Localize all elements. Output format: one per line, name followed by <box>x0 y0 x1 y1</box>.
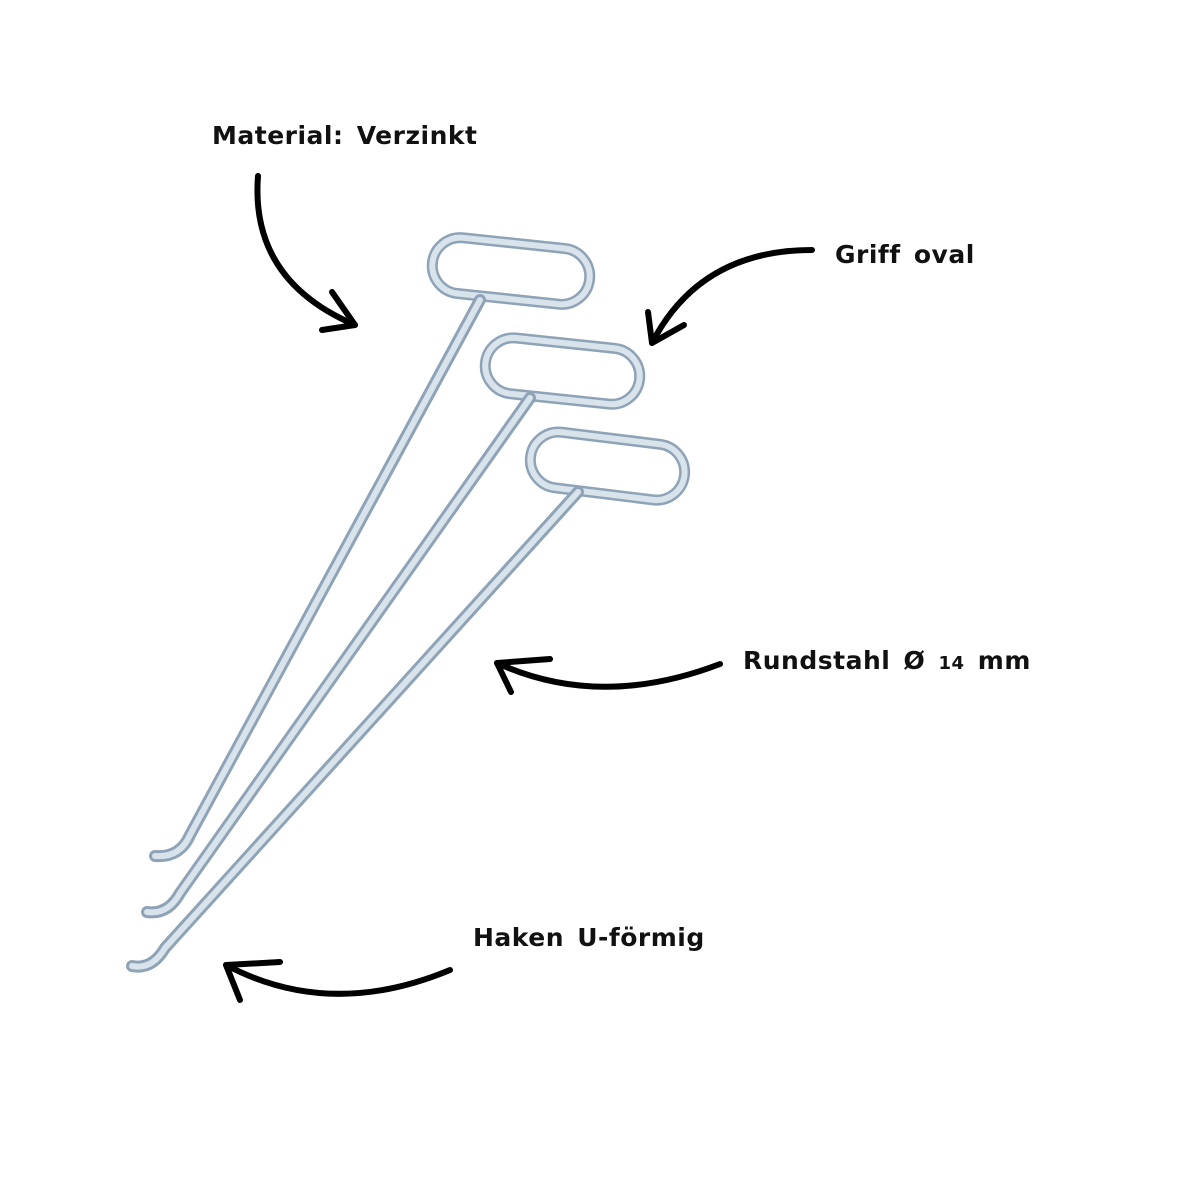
arrow-handle <box>645 247 815 346</box>
arrow-hook <box>223 959 453 1003</box>
arrow-rod <box>494 656 723 695</box>
hook-tool-1 <box>149 232 596 863</box>
hook-tool-2 <box>141 332 646 919</box>
label-handle: Griff oval <box>835 240 975 269</box>
arrow-material <box>254 173 358 333</box>
rod-diameter: 14 <box>938 653 965 674</box>
label-rod: Rundstahl Ø 14 mm <box>743 646 1031 675</box>
rod-prefix: Rundstahl Ø <box>743 646 926 675</box>
label-hook: Haken U-förmig <box>473 923 705 952</box>
label-material: Material: Verzinkt <box>212 121 478 150</box>
hook-tool-3 <box>126 426 691 973</box>
rod-unit: mm <box>977 646 1031 675</box>
